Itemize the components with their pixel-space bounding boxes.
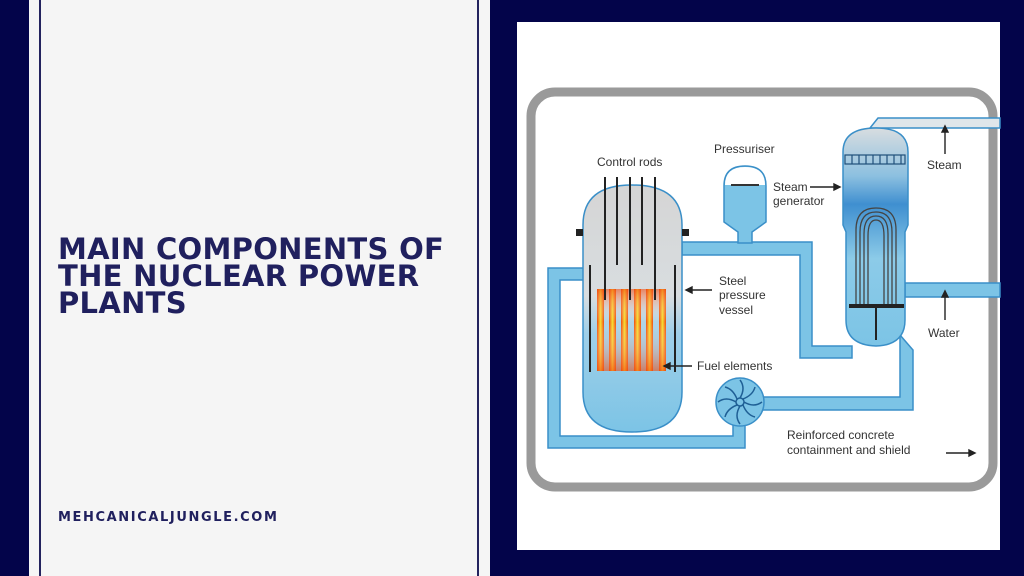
reactor-vessel xyxy=(576,177,689,433)
control-rods xyxy=(604,177,656,300)
label-steel-pressure-vessel: pressure xyxy=(719,288,766,302)
label-steam-generator: generator xyxy=(773,194,824,208)
label-water: Water xyxy=(928,326,960,340)
label-fuel-elements: Fuel elements xyxy=(697,359,772,373)
title-line: THE NUCLEAR POWER xyxy=(58,259,420,293)
label-containment: Reinforced concrete xyxy=(787,428,895,442)
left-panel xyxy=(29,0,490,576)
title-line: MAIN COMPONENTS OF xyxy=(58,232,445,266)
label-control-rods: Control rods xyxy=(597,155,662,169)
pipes xyxy=(547,117,1001,449)
steam-generator xyxy=(842,127,909,347)
label-containment: containment and shield xyxy=(787,443,910,457)
label-steel-pressure-vessel: vessel xyxy=(719,303,753,317)
label-steam: Steam xyxy=(927,158,962,172)
divider-line xyxy=(477,0,479,576)
label-steel-pressure-vessel: Steel xyxy=(719,274,746,288)
label-steam-generator: Steam xyxy=(773,180,808,194)
title-line: PLANTS xyxy=(58,286,187,320)
pressuriser xyxy=(723,165,767,244)
fuel-elements xyxy=(597,289,666,371)
page-title: MAIN COMPONENTS OF THE NUCLEAR POWER PLA… xyxy=(58,235,478,320)
coolant-pump-icon xyxy=(715,377,765,427)
divider-line xyxy=(39,0,41,576)
website-label: MEHCANICALJUNGLE.COM xyxy=(58,510,279,525)
label-arrows xyxy=(662,124,977,458)
label-pressuriser: Pressuriser xyxy=(714,142,775,156)
